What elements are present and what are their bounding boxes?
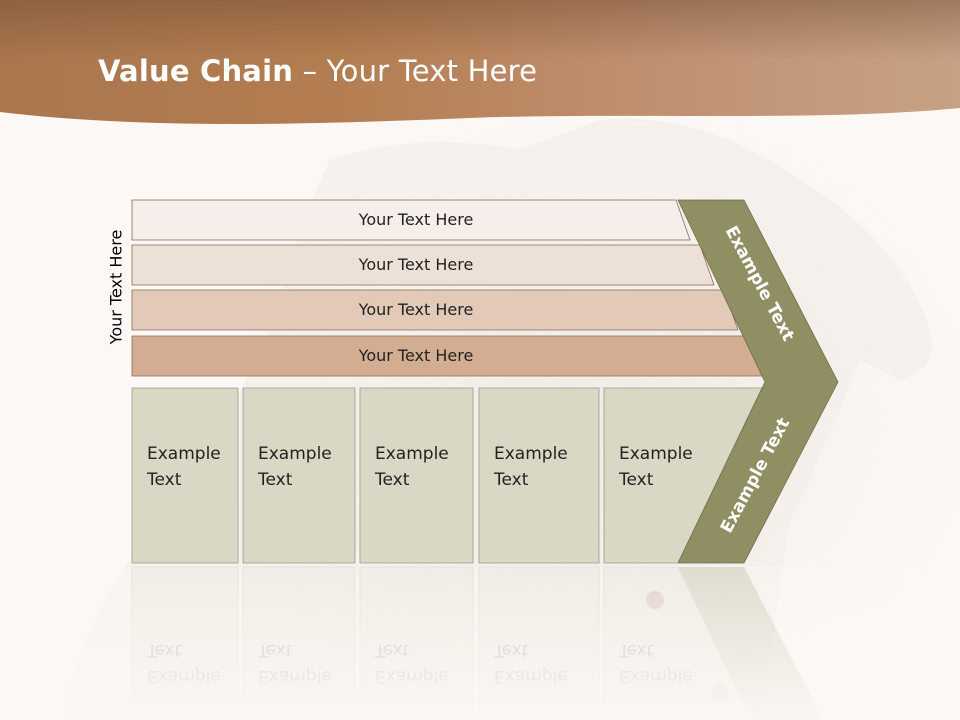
row-label: Your Text Here bbox=[358, 300, 474, 319]
column-label-line2: Text bbox=[493, 470, 529, 490]
reflection-fade bbox=[0, 566, 960, 720]
row-label: Your Text Here bbox=[358, 255, 474, 274]
row-bar bbox=[131, 244, 715, 286]
column-box bbox=[131, 387, 239, 564]
column-label-line1: Example bbox=[494, 444, 568, 464]
row-label: Your Text Here bbox=[358, 346, 474, 365]
row-bar bbox=[131, 289, 739, 331]
column-label-line2: Text bbox=[257, 470, 293, 490]
reflection: ExampleTextExampleTextExampleTextExample… bbox=[0, 566, 960, 720]
column-label-line2: Text bbox=[618, 470, 654, 490]
title-bold: Value Chain bbox=[98, 54, 294, 88]
page-title: Value Chain – Your Text Here bbox=[98, 54, 537, 88]
column-box bbox=[242, 387, 356, 564]
column-label-line1: Example bbox=[258, 444, 332, 464]
column-box bbox=[359, 387, 474, 564]
column-label-line2: Text bbox=[374, 470, 410, 490]
column-label-line1: Example bbox=[147, 444, 221, 464]
row-bar bbox=[131, 199, 691, 241]
chevron-shape bbox=[677, 199, 839, 564]
side-label: Your Text Here bbox=[106, 229, 126, 345]
column-label-line2: Text bbox=[146, 470, 182, 490]
row-label: Your Text Here bbox=[358, 210, 474, 229]
header-band bbox=[0, 0, 960, 124]
column-label-line1: Example bbox=[375, 444, 449, 464]
column-label-line1: Example bbox=[619, 444, 693, 464]
title-rest: – Your Text Here bbox=[293, 54, 538, 88]
column-box bbox=[478, 387, 600, 564]
